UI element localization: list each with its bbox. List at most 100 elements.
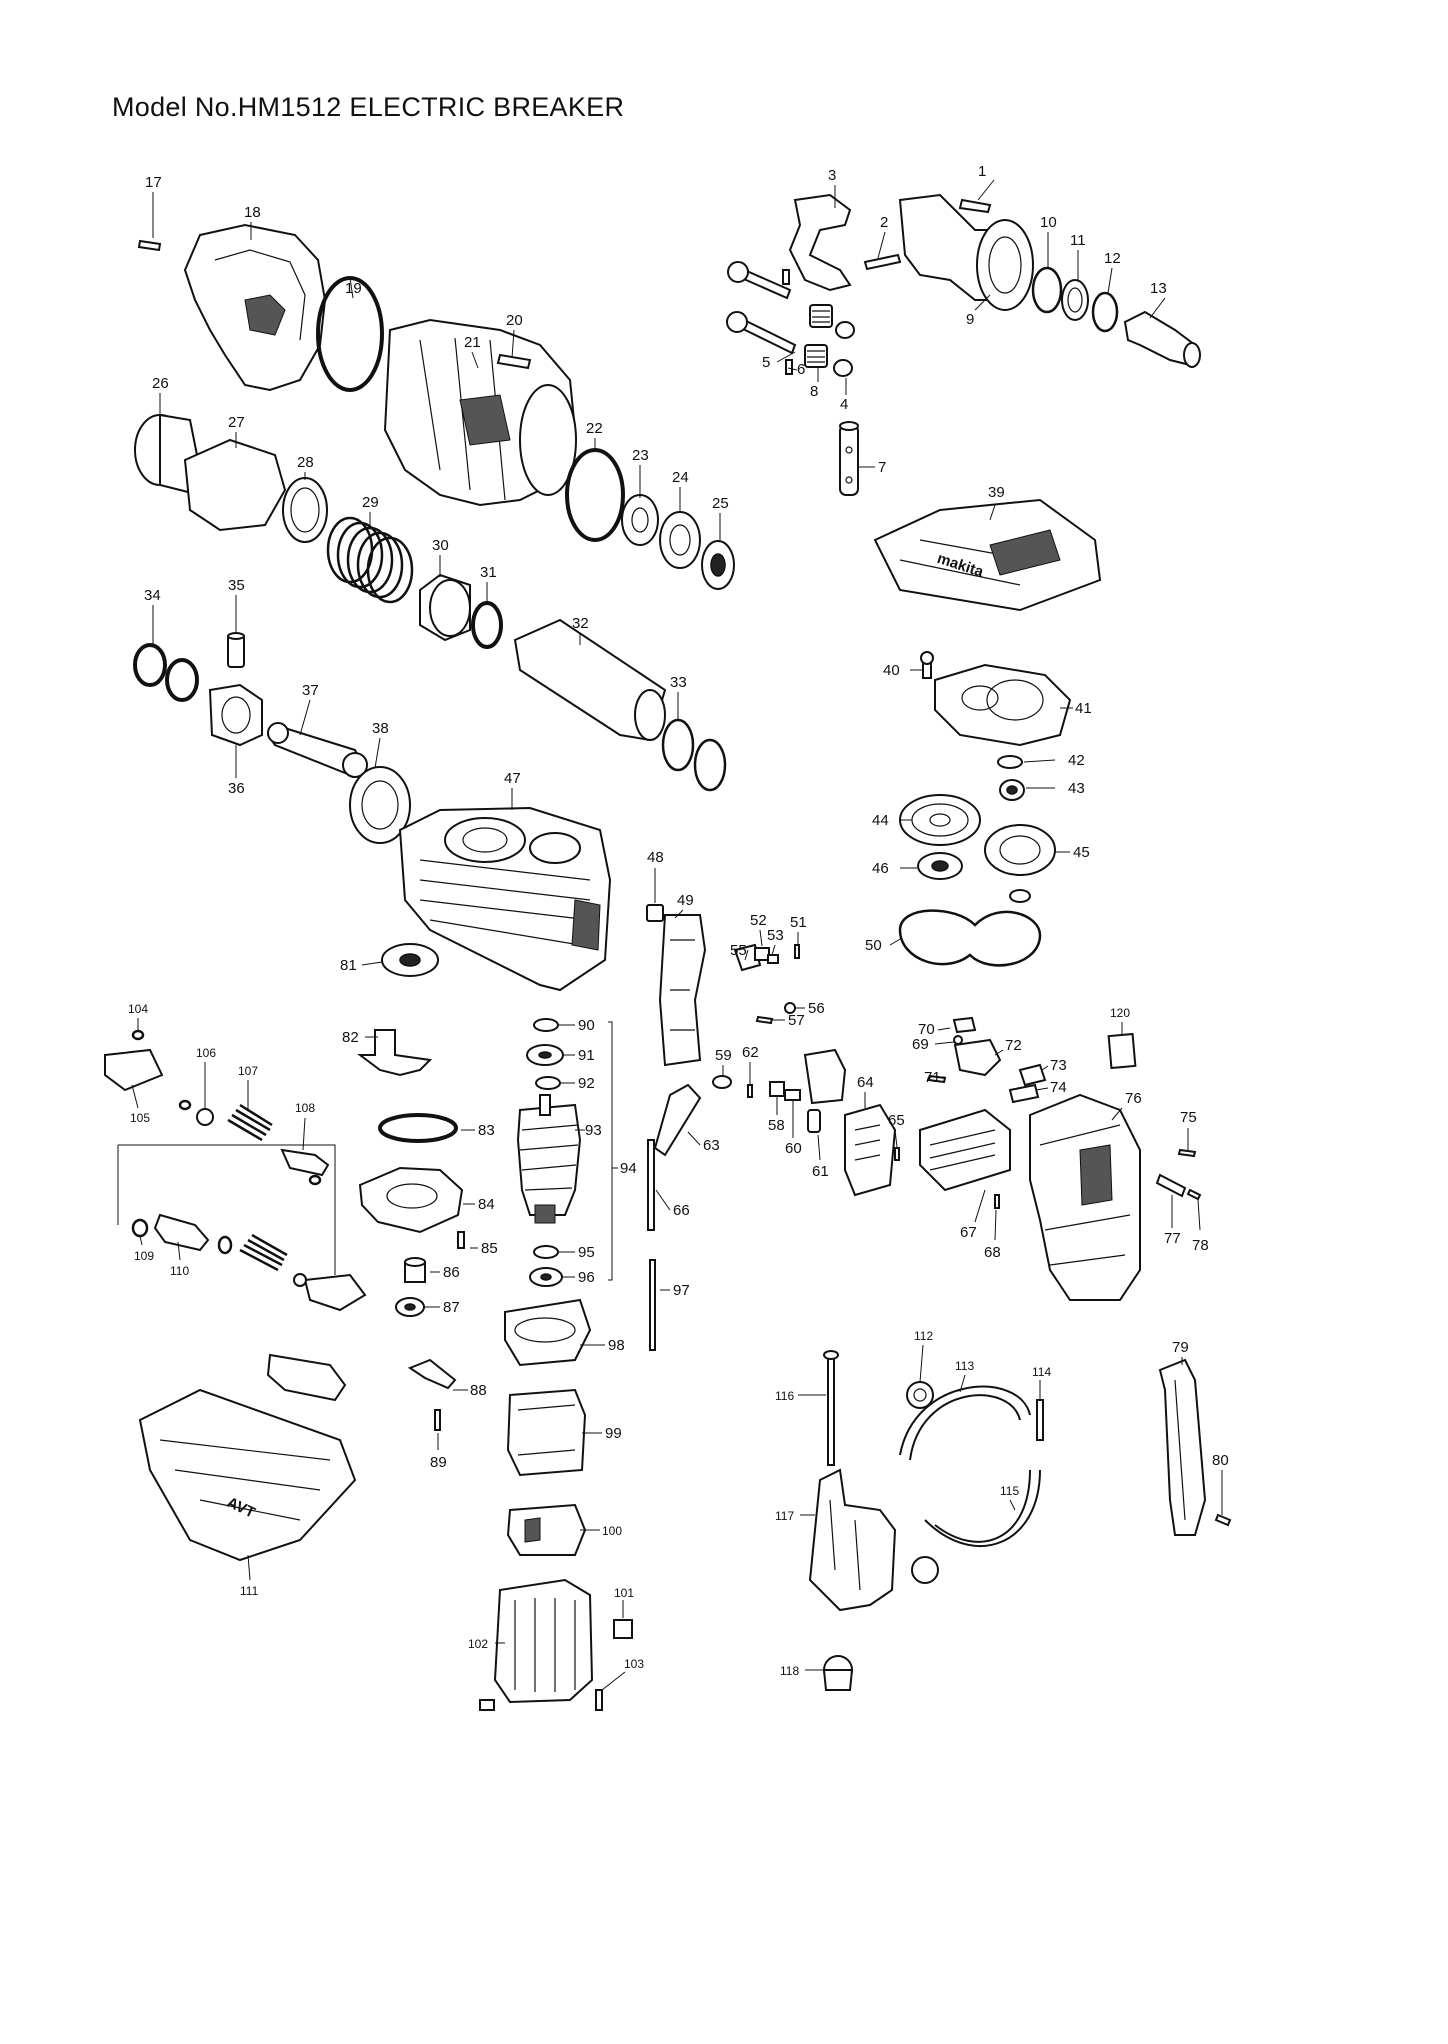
part-84-baffle	[358, 1166, 464, 1234]
part-55-switch	[733, 943, 762, 972]
label-62: 62	[742, 1044, 759, 1061]
label-3: 3	[828, 167, 836, 184]
label-10: 10	[1040, 214, 1057, 231]
handle-cover-group	[919, 1016, 1202, 1301]
label-89: 89	[430, 1454, 447, 1471]
label-116: 116	[775, 1389, 794, 1403]
part-38-bearing	[349, 766, 411, 844]
part-101-brush	[613, 1619, 633, 1639]
part-105-small-ring	[178, 1099, 192, 1111]
part-59-spring	[712, 1075, 732, 1089]
label-68: 68	[984, 1244, 1001, 1261]
part-105-cylinder-b	[303, 1273, 367, 1312]
part-117-handle	[808, 1468, 897, 1612]
part-34-oring-a	[133, 643, 167, 687]
label-6: 6	[797, 361, 805, 378]
part-108-shaft	[280, 1148, 330, 1177]
part-10-oring	[1031, 266, 1063, 314]
part-52-part	[754, 947, 770, 961]
label-94: 94	[620, 1160, 637, 1177]
label-92: 92	[578, 1075, 595, 1092]
part-63-grip	[653, 1083, 702, 1157]
label-4: 4	[840, 396, 848, 413]
label-93: 93	[585, 1122, 602, 1139]
part-120-label	[1107, 1032, 1137, 1070]
label-70: 70	[918, 1021, 935, 1038]
label-39: 39	[988, 484, 1005, 501]
label-49: 49	[677, 892, 694, 909]
label-117: 117	[775, 1509, 794, 1523]
part-116-bolt	[827, 1354, 835, 1466]
label-69: 69	[912, 1036, 929, 1053]
label-30: 30	[432, 537, 449, 554]
part-58-part	[769, 1081, 785, 1097]
switch-group	[646, 904, 900, 1231]
part-1-bolt	[958, 198, 992, 214]
part-102-motor-housing	[493, 1578, 594, 1704]
part-65-screw	[894, 1147, 900, 1161]
label-51: 51	[790, 914, 807, 931]
label-31: 31	[480, 564, 497, 581]
part-77-cord-clamp	[1155, 1173, 1187, 1198]
part-92-washer	[535, 1076, 561, 1090]
label-99: 99	[605, 1425, 622, 1442]
part-27-sleeve	[183, 438, 287, 532]
label-61: 61	[812, 1163, 829, 1180]
part-4-nut-upper	[835, 321, 855, 339]
part-90-washer	[533, 1018, 559, 1032]
label-59: 59	[715, 1047, 732, 1064]
label-22: 22	[586, 420, 603, 437]
label-35: 35	[228, 577, 245, 594]
label-45: 45	[1073, 844, 1090, 861]
label-110: 110	[170, 1264, 189, 1278]
label-29: 29	[362, 494, 379, 511]
label-23: 23	[632, 447, 649, 464]
part-36-piston	[208, 683, 263, 747]
part-107-spring-b	[239, 1233, 288, 1272]
label-2: 2	[880, 214, 888, 231]
label-107: 107	[238, 1064, 258, 1078]
crank-housing-group	[137, 223, 735, 590]
label-85: 85	[481, 1240, 498, 1257]
part-102-cap	[479, 1699, 495, 1711]
part-4-nut	[833, 359, 853, 377]
part-74-part	[1008, 1083, 1040, 1104]
part-99-field	[506, 1388, 587, 1477]
label-57: 57	[788, 1012, 805, 1029]
part-61-controller	[803, 1048, 847, 1105]
part-8-spring-upper	[809, 304, 833, 328]
part-100-brush-holder	[506, 1503, 587, 1556]
side-handle-group	[808, 1350, 1044, 1691]
part-83-oring	[378, 1113, 458, 1143]
label-36: 36	[228, 780, 245, 797]
part-3-arm	[788, 193, 852, 292]
label-43: 43	[1068, 780, 1085, 797]
label-81: 81	[340, 957, 357, 974]
damper-group: AVT	[104, 1029, 367, 1562]
label-82: 82	[342, 1029, 359, 1046]
part-51-screw	[794, 944, 800, 959]
label-71: 71	[924, 1069, 941, 1086]
piston-group	[133, 413, 727, 844]
label-26: 26	[152, 375, 169, 392]
label-58: 58	[768, 1117, 785, 1134]
label-55: 55	[730, 942, 747, 959]
label-96: 96	[578, 1269, 595, 1286]
label-84: 84	[478, 1196, 495, 1213]
part-111-base	[138, 1388, 357, 1562]
part-24-bearing	[659, 511, 701, 569]
part-113-band-upper	[909, 1394, 1021, 1461]
part-115-band-lower	[934, 1469, 1031, 1543]
label-80: 80	[1212, 1452, 1229, 1469]
label-21: 21	[464, 334, 481, 351]
label-53: 53	[767, 927, 784, 944]
label-18: 18	[244, 204, 261, 221]
diagram-title: Model No.HM1512 ELECTRIC BREAKER	[112, 92, 625, 122]
label-87: 87	[443, 1299, 460, 1316]
label-1: 1	[978, 163, 986, 180]
label-50: 50	[865, 937, 882, 954]
part-57-screw	[755, 1015, 774, 1025]
part-6-pin	[785, 359, 793, 375]
label-72: 72	[1005, 1037, 1022, 1054]
label-20: 20	[506, 312, 523, 329]
